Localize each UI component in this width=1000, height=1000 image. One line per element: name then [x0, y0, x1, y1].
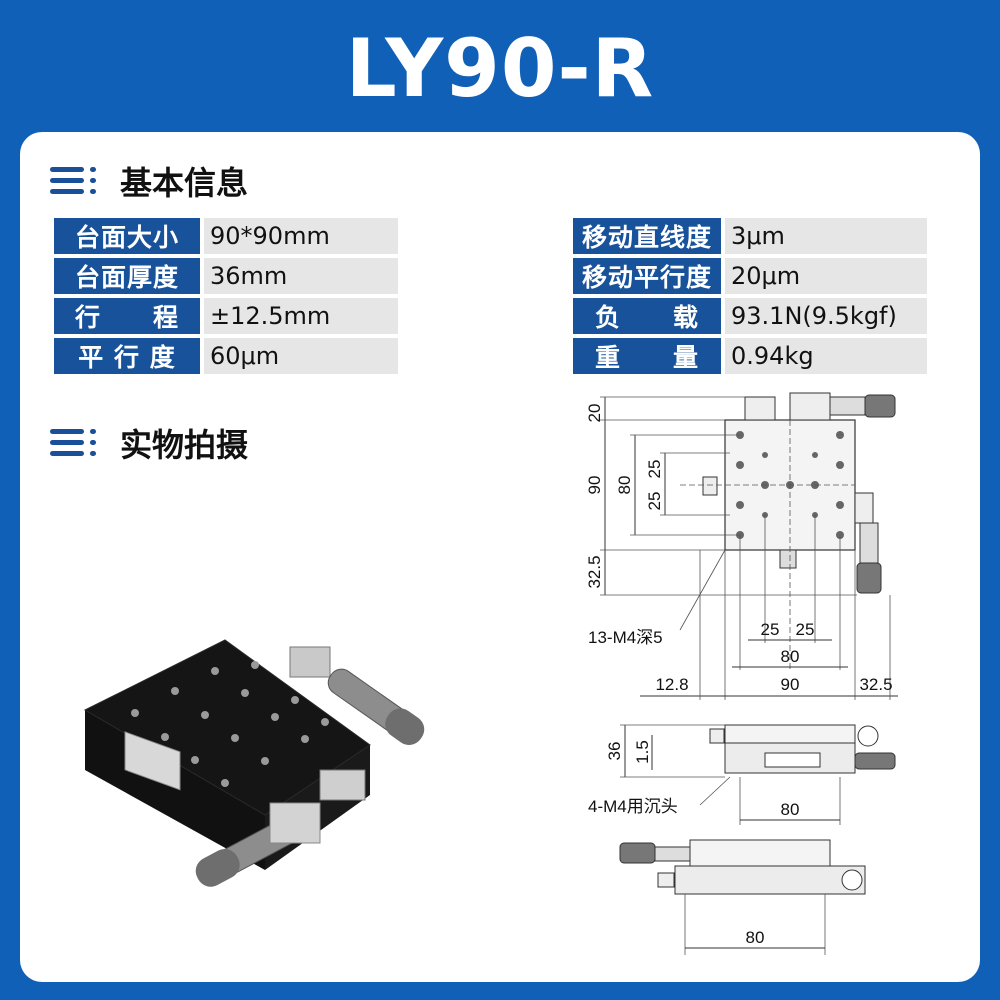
spec-key: 台面厚度	[54, 258, 200, 294]
spec-key: 重 量	[573, 338, 721, 374]
section-title: 基本信息	[120, 164, 249, 202]
dim-label: 1.5	[633, 740, 652, 764]
list-icon	[50, 165, 104, 197]
dim-label: 80	[781, 647, 800, 666]
dim-label: 25	[796, 620, 815, 639]
product-title: LY90-R	[345, 22, 655, 115]
product-photo	[83, 639, 425, 887]
list-icon	[50, 427, 104, 459]
section-basic-info: 基本信息	[50, 158, 248, 204]
spec-row: 台面大小 90*90mm	[54, 218, 398, 254]
spec-value: 60μm	[204, 338, 398, 374]
spec-key: 移动平行度	[573, 258, 721, 294]
spec-value: 93.1N(9.5kgf)	[725, 298, 927, 334]
spec-key: 平 行 度	[54, 338, 200, 374]
technical-drawing: 20 90 80 25 25 32.5 13-M4深5 25 25 80 12.…	[585, 392, 898, 955]
spec-value: 0.94kg	[725, 338, 927, 374]
dim-label: 90	[585, 476, 604, 495]
section-photo: 实物拍摄	[50, 420, 248, 466]
spec-row: 重 量 0.94kg	[573, 338, 927, 374]
dim-label: 32.5	[859, 675, 892, 694]
spec-value: 3μm	[725, 218, 927, 254]
spec-row: 行 程 ±12.5mm	[54, 298, 398, 334]
dim-label: 80	[781, 800, 800, 819]
dim-label: 32.5	[585, 555, 604, 588]
spec-row: 移动直线度 3μm	[573, 218, 927, 254]
spec-row: 移动平行度 20μm	[573, 258, 927, 294]
section-title: 实物拍摄	[120, 426, 249, 464]
spec-key: 行 程	[54, 298, 200, 334]
dim-label: 13-M4深5	[588, 628, 663, 647]
dim-label: 80	[746, 928, 765, 947]
dim-label: 20	[585, 404, 604, 423]
dim-label: 80	[615, 476, 634, 495]
dim-label: 25	[761, 620, 780, 639]
spec-table-left: 台面大小 90*90mm 台面厚度 36mm 行 程 ±12.5mm 平 行 度…	[54, 214, 398, 378]
dim-label: 90	[781, 675, 800, 694]
dim-label: 12.8	[655, 675, 688, 694]
spec-row: 台面厚度 36mm	[54, 258, 398, 294]
content-panel: 基本信息 台面大小 90*90mm 台面厚度 36mm 行 程 ±12.5mm …	[20, 132, 980, 982]
spec-table-right: 移动直线度 3μm 移动平行度 20μm 负 载 93.1N(9.5kgf) 重…	[573, 214, 927, 378]
spec-key: 台面大小	[54, 218, 200, 254]
spec-row: 负 载 93.1N(9.5kgf)	[573, 298, 927, 334]
spec-value: 90*90mm	[204, 218, 398, 254]
dim-label: 4-M4用沉头	[588, 797, 678, 816]
spec-value: ±12.5mm	[204, 298, 398, 334]
spec-key: 移动直线度	[573, 218, 721, 254]
spec-value: 36mm	[204, 258, 398, 294]
spec-value: 20μm	[725, 258, 927, 294]
spec-key: 负 载	[573, 298, 721, 334]
dim-label: 36	[605, 742, 624, 761]
dim-label: 25	[645, 492, 664, 511]
spec-row: 平 行 度 60μm	[54, 338, 398, 374]
dim-label: 25	[645, 460, 664, 479]
